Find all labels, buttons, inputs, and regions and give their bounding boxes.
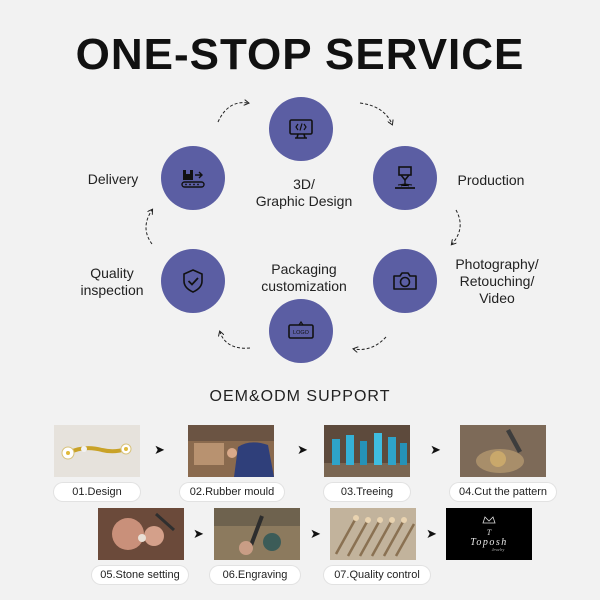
arrow-design-to-production xyxy=(359,102,392,124)
step-arrow-icon: ➤ xyxy=(297,442,308,457)
delivery-label: Delivery xyxy=(87,171,139,187)
photography-label: Photography/ Retouching/ Video xyxy=(455,256,539,306)
step-label: 05.Stone setting xyxy=(92,566,188,584)
delivery-node xyxy=(161,146,225,210)
quality-label: Quality inspection xyxy=(80,265,144,298)
engraving-photo xyxy=(214,508,300,560)
step-arrow-icon: ➤ xyxy=(426,526,437,541)
packaging-node: LOGO xyxy=(269,299,333,363)
step-label: 03.Treeing xyxy=(324,483,410,501)
camera-icon xyxy=(393,272,417,290)
step-label: 02.Rubber mould xyxy=(180,483,284,501)
brand-logo: T Toposh Jewelry xyxy=(446,508,532,560)
design-label: 3D/ Graphic Design xyxy=(255,176,353,209)
arrow-quality-to-delivery xyxy=(145,210,152,245)
shield-check-icon xyxy=(183,269,203,293)
step-arrow-icon: ➤ xyxy=(430,442,441,457)
arrow-photo-to-packaging xyxy=(354,336,387,350)
monitor-code-icon xyxy=(289,119,313,139)
quality-control-photo xyxy=(330,508,416,560)
logo-box-icon: LOGO xyxy=(288,320,314,339)
production-node xyxy=(373,146,437,210)
step-label: 04.Cut the pattern xyxy=(450,483,556,501)
production-label: Production xyxy=(457,172,525,188)
svg-text:LOGO: LOGO xyxy=(293,330,310,336)
rubber-mould-photo xyxy=(188,425,274,477)
quality-node xyxy=(161,249,225,313)
arrow-production-to-photo xyxy=(452,209,461,244)
svg-text:Jewelry: Jewelry xyxy=(492,547,505,552)
cut-pattern-photo xyxy=(460,425,546,477)
arrow-packaging-to-quality xyxy=(220,332,251,349)
page-title: ONE-STOP SERVICE xyxy=(75,30,525,79)
step-label: 07.Quality control xyxy=(324,566,430,584)
step-label: 01.Design xyxy=(54,483,140,501)
packaging-label: Packaging customization xyxy=(261,261,347,294)
step-arrow-icon: ➤ xyxy=(193,526,204,541)
photography-node xyxy=(373,249,437,313)
treeing-photo xyxy=(324,425,410,477)
step-label: 06.Engraving xyxy=(210,566,300,584)
laser-machine-icon xyxy=(395,166,415,189)
step-arrow-icon: ➤ xyxy=(310,526,321,541)
conveyor-box-icon xyxy=(181,170,205,188)
design-node xyxy=(269,97,333,161)
svg-text:Toposh: Toposh xyxy=(470,537,508,548)
svg-text:T: T xyxy=(487,528,492,537)
design-photo xyxy=(54,425,140,477)
support-title: OEM&ODM SUPPORT xyxy=(209,388,391,405)
stone-setting-photo xyxy=(98,508,184,560)
arrow-delivery-to-design xyxy=(217,103,248,123)
step-arrow-icon: ➤ xyxy=(154,442,165,457)
